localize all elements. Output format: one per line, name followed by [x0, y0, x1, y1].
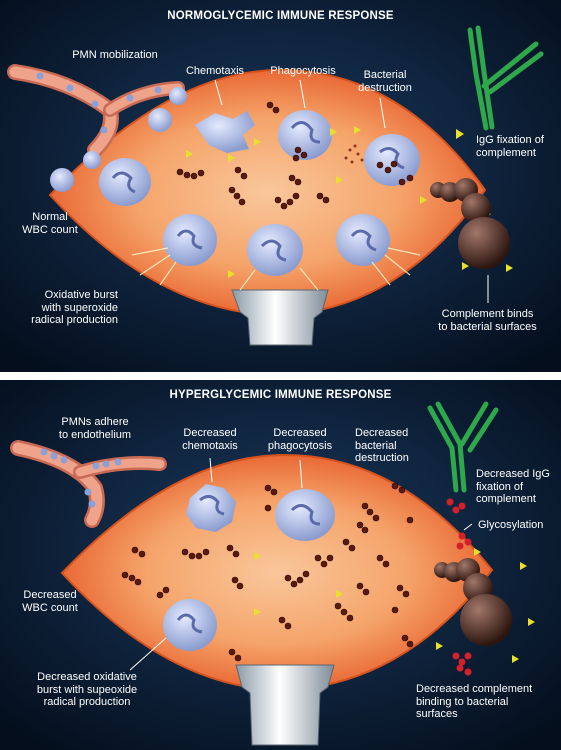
label-phagocytosis: Phagocytosis — [270, 65, 336, 77]
white-blood-cells — [163, 484, 335, 651]
label-line: Normal — [32, 211, 68, 223]
glycosylation-markers — [446, 498, 472, 676]
label-decreased-oxidative-burst: Decreased oxidative burst with supeoxide… — [22, 671, 152, 709]
normoglycemic-illustration — [7, 25, 544, 346]
hyperglycemic-panel: HYPERGLYCEMIC IMMUNE RESPONSE PMNs adher… — [0, 380, 561, 750]
label-line: surfaces — [416, 708, 458, 720]
label-line: destruction — [358, 81, 412, 94]
drain-tube — [235, 664, 335, 746]
antigen-markers — [254, 548, 535, 663]
label-decreased-chemotaxis: Decreased chemotaxis — [165, 427, 255, 452]
label-line: Decreased — [273, 427, 327, 439]
label-line: chemotaxis — [182, 439, 238, 452]
blood-vessel — [7, 64, 185, 158]
label-line: burst with supeoxide — [36, 683, 138, 696]
label-pmn-mobilization: PMN mobilization — [72, 49, 158, 61]
label-decreased-wbc: Decreased WBC count — [10, 589, 90, 614]
label-decreased-igg-fixation: Decreased IgG fixation of complement — [476, 468, 550, 506]
complement-proteins — [434, 558, 512, 646]
label-line: WBC count — [22, 223, 78, 236]
hyperglycemic-illustration — [10, 401, 535, 746]
label-pmns-adhere: PMNs adhere to endothelium — [45, 416, 145, 441]
label-oxidative-burst: Oxidative burst with superoxide radical … — [0, 289, 118, 327]
label-complement-binds: Complement binds to bacterial surfaces — [420, 308, 555, 333]
label-line: Decreased — [183, 427, 237, 439]
label-line: radical production — [43, 696, 131, 708]
label-glycosylation: Glycosylation — [478, 519, 544, 531]
white-blood-cells — [50, 87, 420, 276]
label-line: phagocytosis — [267, 439, 333, 452]
antigen-markers — [186, 126, 513, 278]
label-line: complement — [476, 146, 536, 159]
label-line: binding to bacterial — [416, 695, 509, 708]
label-line: Decreased oxidative — [37, 671, 137, 683]
label-decreased-complement: Decreased complement binding to bacteria… — [416, 683, 532, 721]
label-line: bacterial — [355, 439, 397, 452]
label-decreased-bacterial-destruction: Decreased bacterial destruction — [355, 427, 409, 465]
label-line: Decreased — [23, 589, 77, 601]
normoglycemic-panel: NORMOGLYCEMIC IMMUNE RESPONSE PMN mobili… — [0, 0, 561, 372]
label-line: complement — [476, 493, 536, 505]
label-line: Bacterial — [363, 69, 407, 81]
label-line: Oxidative burst — [44, 289, 118, 301]
label-line: IgG fixation of — [476, 134, 544, 146]
label-line: Decreased IgG — [476, 468, 550, 480]
label-line: with superoxide — [41, 301, 118, 314]
label-line: Decreased complement — [416, 683, 533, 695]
igg-antibody — [467, 25, 544, 131]
label-line: Decreased — [355, 427, 409, 439]
label-line: Complement binds — [441, 308, 534, 320]
complement-proteins — [430, 178, 510, 269]
label-line: fixation of — [476, 480, 524, 493]
label-bacterial-destruction: Bacterial destruction — [345, 69, 425, 94]
label-igg-fixation: IgG fixation of complement — [476, 134, 544, 159]
label-normal-wbc: Normal WBC count — [15, 211, 85, 236]
blood-vessel — [10, 440, 167, 528]
bacteria — [176, 101, 414, 210]
bacteria — [121, 482, 414, 662]
label-line: to endothelium — [58, 428, 132, 441]
label-arrows — [129, 457, 473, 671]
label-chemotaxis: Chemotaxis — [185, 65, 245, 77]
label-arrows — [214, 79, 489, 303]
panel-divider — [0, 372, 561, 380]
panel-title: HYPERGLYCEMIC IMMUNE RESPONSE — [169, 389, 392, 401]
igg-antibody — [427, 401, 499, 493]
label-line: radical production — [31, 314, 118, 326]
oxidative-burst-rays — [131, 247, 421, 291]
panel-title: NORMOGLYCEMIC IMMUNE RESPONSE — [167, 10, 394, 22]
label-line: destruction — [355, 452, 409, 464]
label-line: WBC count — [22, 601, 78, 614]
bacterial-debris — [344, 144, 364, 164]
label-line: to bacterial surfaces — [438, 320, 537, 333]
label-decreased-phagocytosis: Decreased phagocytosis — [250, 427, 350, 452]
drain-tube — [231, 289, 329, 346]
label-line: PMNs adhere — [61, 416, 129, 428]
